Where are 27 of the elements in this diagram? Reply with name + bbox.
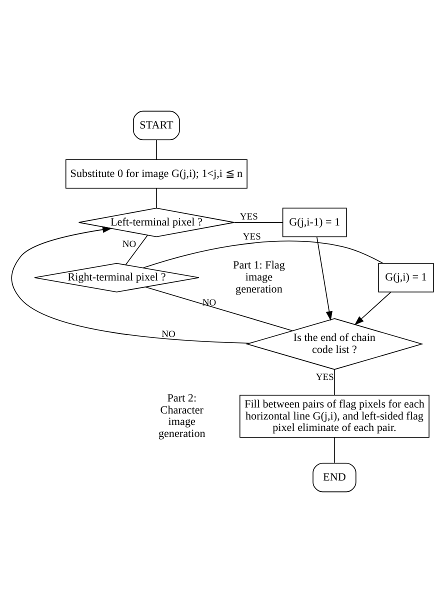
node-box: Fill between pairs of flag pixels for each horizontal line G(j,i), and left-sided flag pixel eliminate of each pair. [240,394,430,438]
connector [142,240,384,268]
connector [125,234,148,265]
node-box: Substitute 0 for image G(j,i); 1<j,i ≦ n [65,158,248,188]
connector [156,187,157,208]
node-box: G(j,i) = 1 [378,262,434,292]
arrow [11,226,250,344]
edge-label: NO [202,298,216,308]
node-diamond: Is the end of chain code list ? [246,318,424,370]
label: Part 1: Flag image generation [233,259,285,296]
edge-label: YES [242,232,261,242]
connector [156,138,157,160]
arrow [316,236,332,320]
label: Part 2: Character image generation [158,392,206,440]
connector [334,436,335,463]
node-box: G(j,i-1) = 1 [282,207,347,237]
edge-label: YES [316,372,334,382]
node-box: END [312,462,356,492]
arrow [354,291,392,325]
node-box: START [133,110,180,140]
edge-label: NO [122,240,136,250]
connector [334,368,335,396]
connector [145,286,293,331]
node-diamond: Left-terminal pixel ? [78,207,235,237]
edge-label: YES [240,212,258,222]
edge-label: NO [162,329,176,340]
node-diamond: Right-terminal pixel ? [34,262,200,292]
